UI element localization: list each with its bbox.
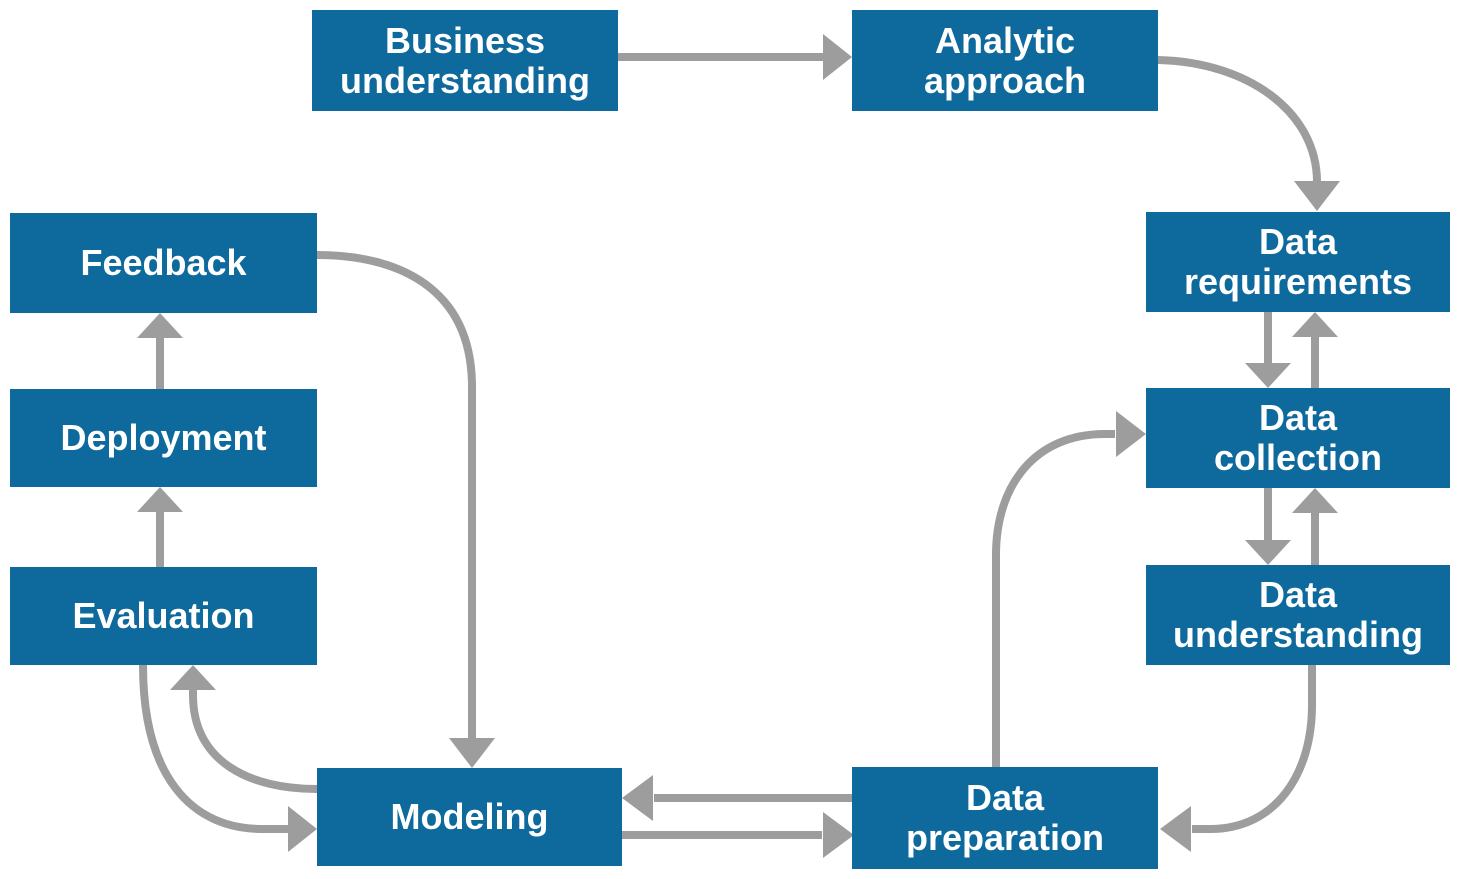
node-data-understanding: Data understanding [1146, 565, 1450, 665]
node-modeling: Modeling [317, 768, 622, 866]
arrow-collection-to-understanding [1245, 488, 1291, 565]
arrow-analytic-to-data-requirements [1157, 56, 1340, 211]
arrow-deployment-to-feedback [137, 313, 183, 389]
node-feedback: Feedback [10, 213, 317, 313]
arrow-business-to-analytic [618, 34, 852, 80]
arrow-preparation-to-modeling [622, 775, 854, 821]
arrow-preparation-to-collection [992, 411, 1146, 767]
node-evaluation: Evaluation [10, 567, 317, 665]
arrow-modeling-to-evaluation [170, 665, 318, 793]
arrow-understanding-to-preparation [1160, 665, 1316, 852]
node-data-requirements: Data requirements [1146, 212, 1450, 312]
arrow-understanding-to-collection [1292, 488, 1338, 565]
arrow-evaluation-to-deployment [137, 487, 183, 567]
arrow-evaluation-to-modeling [139, 664, 317, 852]
arrow-feedback-to-modeling [316, 251, 495, 768]
node-deployment: Deployment [10, 389, 317, 487]
node-business-understanding: Business understanding [312, 10, 618, 111]
node-analytic-approach: Analytic approach [852, 10, 1158, 111]
arrow-requirements-to-collection [1245, 312, 1291, 388]
node-data-preparation: Data preparation [852, 767, 1158, 869]
node-data-collection: Data collection [1146, 388, 1450, 488]
arrow-modeling-to-preparation [622, 812, 854, 858]
arrow-collection-to-requirements [1292, 312, 1338, 388]
